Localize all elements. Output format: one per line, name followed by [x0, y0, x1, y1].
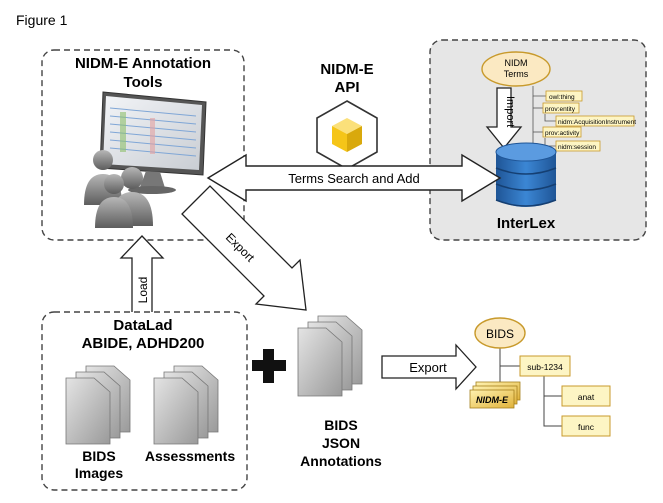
nidm-e-api: NIDM-E API — [316, 61, 378, 170]
bids-root-bubble — [474, 317, 526, 349]
export-diagonal-arrow: Export — [181, 185, 307, 311]
tools-title-line2: Tools — [124, 74, 163, 91]
import-label: Import — [504, 96, 516, 127]
nidm-e-file-label: NIDM-E — [476, 395, 509, 405]
terms-bubble-line2: Terms — [504, 69, 529, 79]
bids-json-line3: Annotations — [300, 453, 382, 469]
bids-json-line2: JSON — [322, 435, 360, 451]
tools-title-line1: NIDM-E Annotation — [75, 55, 211, 72]
api-title-line1: NIDM-E — [320, 61, 373, 78]
anat-label: anat — [578, 392, 595, 402]
interlex-panel: NIDM Terms Import owl:thing prov:entity … — [429, 39, 647, 241]
load-label: Load — [136, 277, 150, 304]
api-hexagon-icon — [316, 100, 378, 170]
func-folder — [561, 415, 611, 437]
subject-label: sub-1234 — [527, 362, 563, 372]
datalad-title-line1: DataLad — [113, 317, 172, 334]
nidm-e-file-icon — [469, 381, 521, 409]
terms-bubble-line1: NIDM — [505, 58, 528, 68]
ontology-terms: owl:thing prov:entity nidm:AcquisitionIn… — [542, 90, 636, 152]
terms-search-arrow: Terms Search and Add — [206, 153, 502, 203]
figure-label: Figure 1 — [16, 12, 68, 28]
nidm-terms-bubble — [481, 51, 551, 87]
plus-icon — [252, 349, 286, 383]
datalad-title-line2: ABIDE, ADHD200 — [82, 335, 205, 352]
monitor-icon — [99, 91, 207, 194]
assessments-label: Assessments — [145, 448, 235, 464]
export-bids-label: Export — [409, 360, 447, 375]
bids-root-label: BIDS — [486, 327, 514, 341]
bids-images-stack-icon — [65, 365, 131, 445]
bids-tree: BIDS sub-1234 NIDM-E anat func — [469, 317, 611, 437]
func-label: func — [578, 422, 595, 432]
ontology-term: nidm:AcquisitionInstrument — [558, 119, 636, 126]
interlex-label: InterLex — [497, 215, 556, 232]
import-arrow: Import — [485, 87, 523, 150]
api-title-line2: API — [334, 79, 359, 96]
database-icon — [495, 142, 557, 207]
terms-search-label: Terms Search and Add — [288, 171, 420, 186]
ontology-term: nidm:session — [558, 144, 596, 151]
anat-folder — [561, 385, 611, 407]
export-bids-arrow: Export — [381, 343, 477, 391]
subject-folder — [519, 355, 571, 377]
bids-images-line1: BIDS — [82, 448, 115, 464]
bids-json-stack-icon — [297, 315, 363, 397]
bids-images-line2: Images — [75, 465, 123, 481]
assessments-stack-icon — [153, 365, 219, 445]
ontology-term: prov:entity — [545, 106, 576, 113]
users-icon — [84, 150, 153, 228]
ontology-term: owl:thing — [549, 94, 575, 101]
load-arrow: Load — [119, 235, 165, 317]
annotation-tools-panel: NIDM-E Annotation Tools — [41, 49, 245, 241]
datalad-panel: DataLad ABIDE, ADHD200 BIDS Images Asses… — [41, 311, 248, 491]
bids-json-line1: BIDS — [324, 417, 357, 433]
ontology-term: prov:activity — [545, 130, 580, 137]
